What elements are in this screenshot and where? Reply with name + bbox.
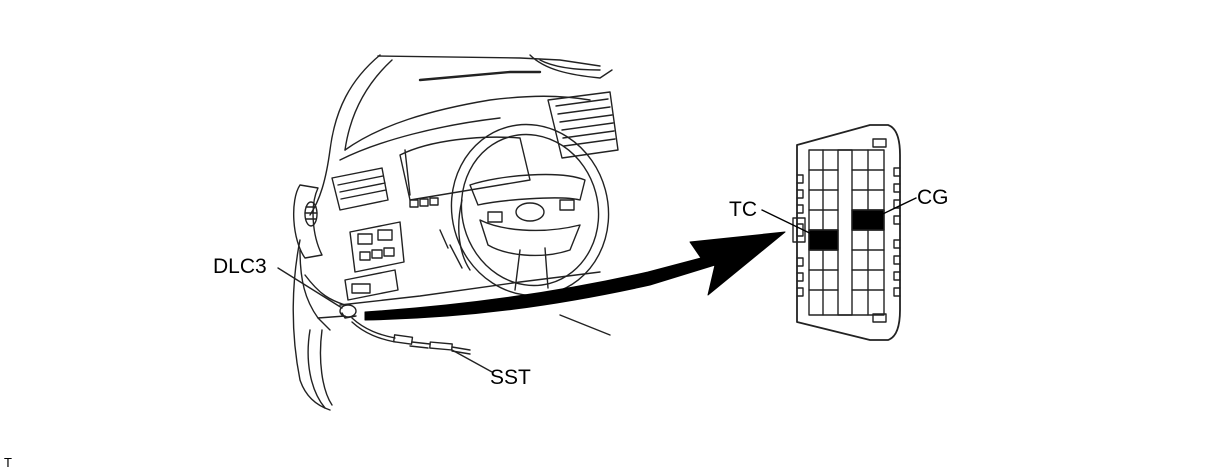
dlc3-leader-line <box>277 267 343 309</box>
dlc3-connector <box>792 124 901 341</box>
sst-label: SST <box>490 366 531 389</box>
pointer-arrow <box>364 231 786 321</box>
sst-leader-line <box>451 349 493 373</box>
tc-leader-line <box>761 209 825 241</box>
cg-leader-line <box>865 197 917 223</box>
footer-mark: T <box>4 455 12 470</box>
dlc3-label: DLC3 <box>213 255 267 278</box>
cg-terminal <box>851 209 885 231</box>
tc-label: TC <box>729 198 757 221</box>
dashboard-drawing <box>292 54 619 411</box>
cg-label: CG <box>917 186 949 209</box>
sst-cable <box>339 304 471 355</box>
